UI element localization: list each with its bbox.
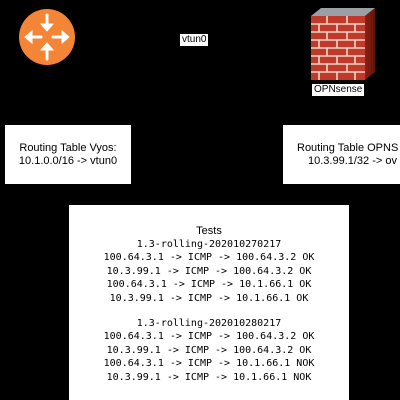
test-result-line: 10.3.99.1 -> ICMP -> 100.64.3.2 OK bbox=[106, 265, 312, 277]
routing-table-vyos-route: 10.1.0.0/16 -> vtun0 bbox=[18, 155, 118, 167]
test-result-line: 10.3.99.1 -> ICMP -> 10.1.66.1 OK bbox=[109, 292, 309, 304]
routing-table-vyos: Routing Table Vyos: 10.1.0.0/16 -> vtun0 bbox=[5, 125, 131, 184]
router-icon bbox=[19, 9, 75, 65]
test-result-line: 100.64.3.1 -> ICMP -> 10.1.66.1 NOK bbox=[103, 358, 315, 370]
routing-table-opnsense: Routing Table OPNS 10.3.99.1/32 -> ov bbox=[283, 125, 400, 184]
routing-table-opnsense-route: 10.3.99.1/32 -> ov bbox=[308, 155, 397, 167]
test-result-line: 100.64.3.1 -> ICMP -> 100.64.3.2 OK bbox=[103, 252, 315, 264]
firewall-icon bbox=[311, 8, 375, 80]
test-group-version: 1.3-rolling-202010270217 bbox=[136, 239, 282, 250]
opnsense-label: OPNsense bbox=[312, 84, 365, 96]
tests-title: Tests bbox=[196, 225, 222, 237]
routing-table-vyos-title: Routing Table Vyos: bbox=[19, 142, 117, 154]
test-result-line: 10.3.99.1 -> ICMP -> 10.1.66.1 NOK bbox=[106, 371, 312, 383]
tests-panel: Tests 1.3-rolling-202010270217 100.64.3.… bbox=[69, 205, 349, 400]
test-group-version: 1.3-rolling-202010280217 bbox=[136, 318, 282, 330]
test-result-line: 10.3.99.1 -> ICMP -> 100.64.3.2 OK bbox=[106, 344, 312, 356]
routing-table-opnsense-title: Routing Table OPNS bbox=[297, 142, 399, 154]
test-result-line: 100.64.3.1 -> ICMP -> 10.1.66.1 OK bbox=[106, 279, 312, 291]
test-result-line: 100.64.3.1 -> ICMP -> 100.64.3.2 OK bbox=[103, 331, 315, 343]
tunnel-label: vtun0 bbox=[180, 34, 209, 46]
